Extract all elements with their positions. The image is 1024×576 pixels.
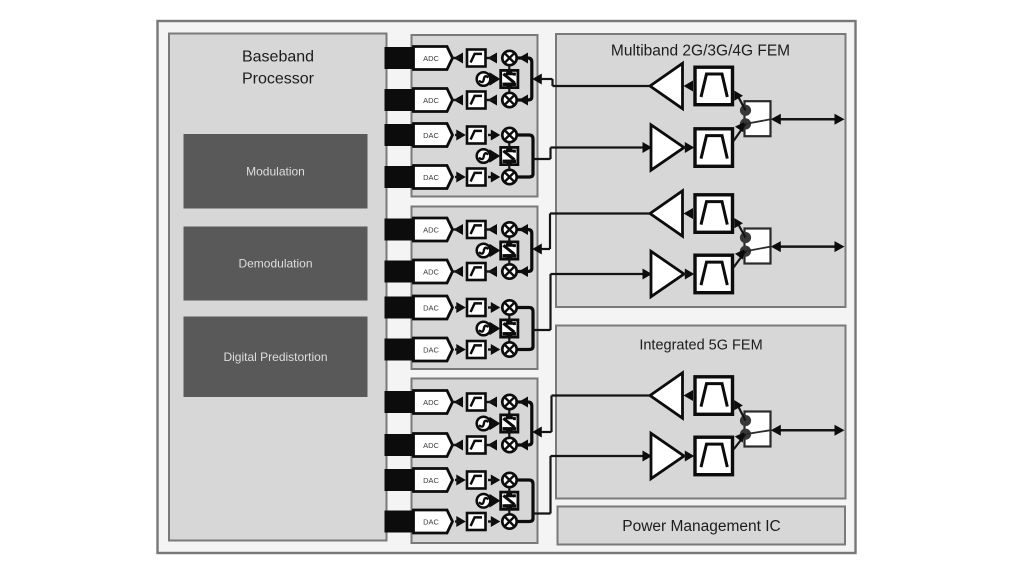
- svg-text:ADC: ADC: [423, 54, 439, 63]
- svg-text:DAC: DAC: [423, 345, 439, 354]
- svg-text:ADC: ADC: [423, 441, 439, 450]
- svg-text:Baseband: Baseband: [242, 49, 314, 66]
- svg-text:DAC: DAC: [423, 303, 439, 312]
- svg-text:Integrated 5G FEM: Integrated 5G FEM: [639, 338, 762, 354]
- svg-text:ADC: ADC: [423, 398, 439, 407]
- svg-text:Processor: Processor: [242, 71, 315, 88]
- svg-text:Digital Predistortion: Digital Predistortion: [223, 350, 327, 364]
- svg-text:Modulation: Modulation: [246, 164, 305, 178]
- svg-text:Demodulation: Demodulation: [238, 257, 312, 271]
- svg-text:DAC: DAC: [423, 476, 439, 485]
- svg-text:Power Management IC: Power Management IC: [622, 518, 781, 535]
- svg-text:ADC: ADC: [423, 267, 439, 276]
- svg-text:Multiband 2G/3G/4G FEM: Multiband 2G/3G/4G FEM: [611, 43, 790, 60]
- svg-text:DAC: DAC: [423, 173, 439, 182]
- svg-text:DAC: DAC: [423, 517, 439, 526]
- svg-text:ADC: ADC: [423, 96, 439, 105]
- svg-text:ADC: ADC: [423, 225, 439, 234]
- svg-text:DAC: DAC: [423, 131, 439, 140]
